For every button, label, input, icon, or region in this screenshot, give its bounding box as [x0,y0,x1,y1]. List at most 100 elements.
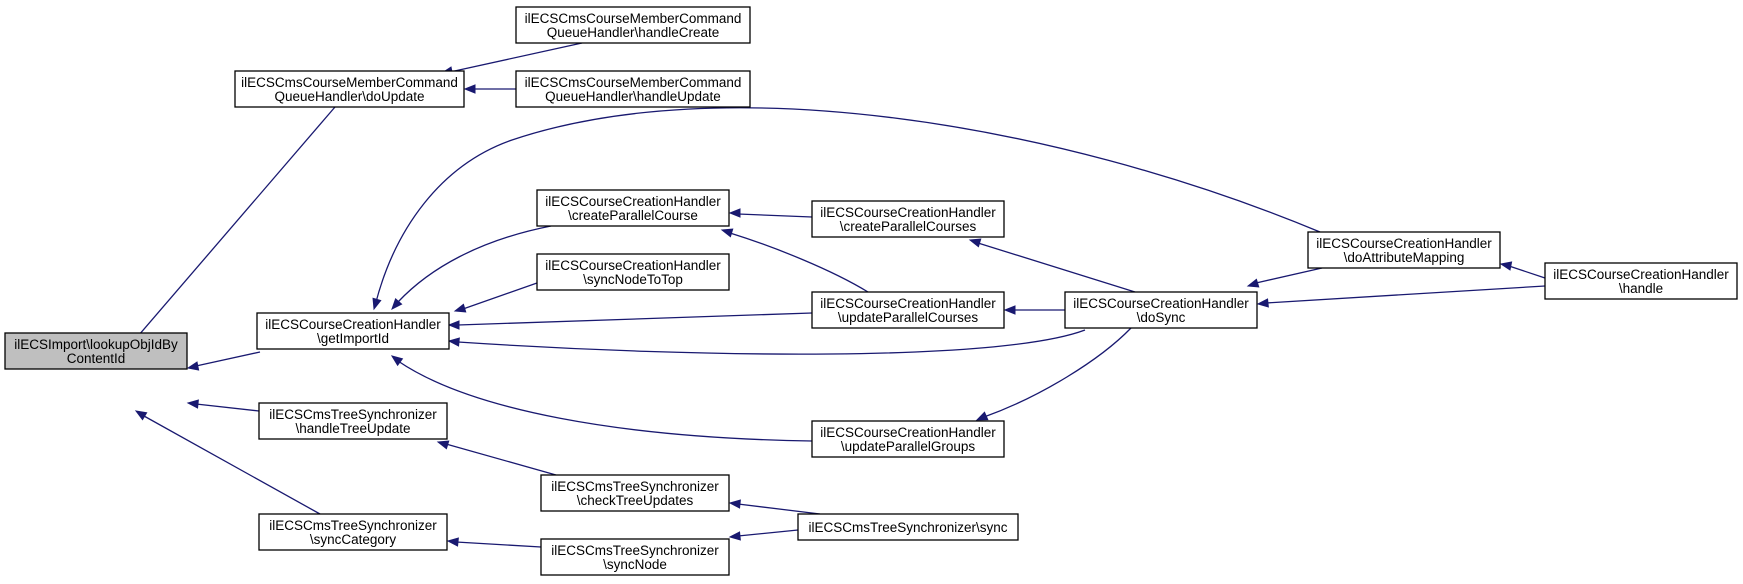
edge-handle-to-doSync [1256,285,1546,308]
node-label-line: ilECSCourseCreationHandler [820,296,996,311]
edge-updateParallelCourses-to-createParallelCourse [720,228,869,293]
edge-line [737,503,821,515]
node-label-line: ilECSImport\lookupObjIdBy [14,337,178,352]
node-box [797,513,1019,541]
edge-line [397,225,552,303]
node-label-line: \syncNode [603,557,667,572]
arrowhead-icon [186,399,199,409]
arrowhead-icon [1246,278,1260,288]
edge-line [977,242,1136,293]
edge-line [195,403,260,412]
arrowhead-icon [728,531,741,541]
edge-mem_handleCreate-to-mem_doUpdate [440,42,583,76]
edge-line [119,106,336,358]
node-box [536,253,730,291]
arrowhead-icon [453,303,467,313]
edge-doSync-to-getImportId [447,329,1086,355]
node-label-line: ilECSCourseCreationHandler [1073,296,1249,311]
edge-doSync-to-updateParallelCourses [1003,305,1065,315]
node-syncNodeToTop[interactable]: ilECSCourseCreationHandler\syncNodeToTop [536,253,730,291]
edge-getImportId-to-root [186,351,261,371]
edge-line [143,415,321,515]
node-sync[interactable]: ilECSCmsTreeSynchronizer\sync [797,513,1019,541]
edge-doSync-to-createParallelCourses [968,238,1136,293]
node-createParallelCourse[interactable]: ilECSCourseCreationHandler\createParalle… [536,189,730,227]
node-box [256,312,450,350]
node-box [258,402,448,440]
node-box [515,6,751,44]
edge-doAttributeMapping-to-getImportId [372,107,1321,311]
arrowhead-icon [390,355,404,367]
node-mem_handleCreate[interactable]: ilECSCmsCourseMemberCommandQueueHandler\… [515,6,751,44]
node-label-line: ilECSCourseCreationHandler [545,194,721,209]
edge-updateParallelCourses-to-getImportId [447,312,813,330]
node-updateParallelGroups[interactable]: ilECSCourseCreationHandler\updateParalle… [811,420,1005,458]
edge-syncNode-to-syncCategory [446,537,542,548]
node-label-line: \createParallelCourse [568,208,698,223]
node-label-line: \createParallelCourses [840,219,977,234]
node-doAttributeMapping[interactable]: ilECSCourseCreationHandler\doAttributeMa… [1307,231,1501,269]
node-checkTreeUpdates[interactable]: ilECSCmsTreeSynchronizer\checkTreeUpdate… [540,474,730,512]
edge-line [983,327,1132,418]
edge-line [375,107,1321,303]
edge-createParallelCourses-to-createParallelCourse [728,208,813,218]
node-handleTreeUpdate[interactable]: ilECSCmsTreeSynchronizer\handleTreeUpdat… [258,402,448,440]
edge-line [457,329,1086,355]
node-syncNode[interactable]: ilECSCmsTreeSynchronizer\syncNode [540,538,730,576]
arrowhead-icon [372,297,382,311]
node-label-line: ilECSCourseCreationHandler [1316,236,1492,251]
arrowhead-icon [720,228,734,238]
node-label-line: ilECSCmsTreeSynchronizer [269,518,437,533]
node-label-line: \syncNodeToTop [583,272,683,287]
node-label-line: \handleTreeUpdate [295,421,410,436]
node-box [540,474,730,512]
node-createParallelCourses[interactable]: ilECSCourseCreationHandler\createParalle… [811,200,1005,238]
edge-createParallelCourse-to-getImportId [391,225,552,311]
arrowhead-icon [186,361,200,371]
edge-sync-to-checkTreeUpdates [728,499,821,515]
node-label-line: ilECSCmsTreeSynchronizer [551,543,719,558]
edge-checkTreeUpdates-to-handleTreeUpdate [436,440,557,476]
edge-mem_handleUpdate-to-mem_doUpdate [463,84,516,94]
arrowhead-icon [1003,305,1016,315]
node-label-line: QueueHandler\handleUpdate [545,89,721,104]
node-mem_handleUpdate[interactable]: ilECSCmsCourseMemberCommandQueueHandler\… [515,70,751,108]
edge-line [457,312,813,326]
node-box [811,291,1005,329]
node-syncCategory[interactable]: ilECSCmsTreeSynchronizer\syncCategory [258,513,448,551]
node-label-line: \updateParallelGroups [841,439,976,454]
node-box [811,420,1005,458]
node-label-line: \syncCategory [310,532,397,547]
node-box [1544,262,1738,300]
node-label-line: ilECSCourseCreationHandler [1553,267,1729,282]
edge-line [1508,265,1546,279]
edge-syncNodeToTop-to-getImportId [453,282,538,313]
node-label-line: ilECSCourseCreationHandler [265,317,441,332]
node-box [1307,231,1501,269]
node-label-line: ilECSCmsCourseMemberCommand [525,11,742,26]
node-box [234,70,465,108]
node-label-line: ilECSCourseCreationHandler [545,258,721,273]
node-getImportId[interactable]: ilECSCourseCreationHandler\getImportId [256,312,450,350]
node-label-line: ilECSCmsCourseMemberCommand [525,75,742,90]
arrowhead-icon [1499,261,1513,271]
node-mem_doUpdate[interactable]: ilECSCmsCourseMemberCommandQueueHandler\… [234,70,465,108]
edge-line [1265,285,1546,304]
node-handle[interactable]: ilECSCourseCreationHandler\handle [1544,262,1738,300]
arrowhead-icon [447,337,460,347]
root-node-box [4,332,188,370]
node-label-line: \doSync [1137,310,1186,325]
edge-line [1255,267,1323,284]
node-doSync[interactable]: ilECSCourseCreationHandler\doSync [1064,291,1258,329]
edge-updateParallelGroups-to-getImportId [390,355,813,442]
edge-handle-to-doAttributeMapping [1499,261,1546,279]
node-updateParallelCourses[interactable]: ilECSCourseCreationHandler\updateParalle… [811,291,1005,329]
node-label-line: ilECSCmsCourseMemberCommand [241,75,458,90]
arrowhead-icon [1256,298,1269,308]
arrowhead-icon [463,84,476,94]
node-box [540,538,730,576]
edge-line [729,232,869,293]
